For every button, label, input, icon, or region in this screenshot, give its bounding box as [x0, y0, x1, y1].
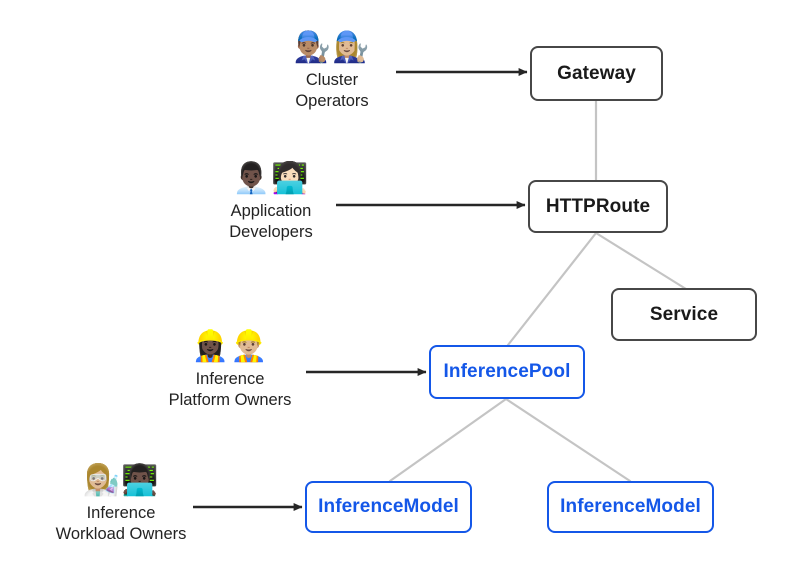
- connector-httproute-inferencepool: [506, 231, 598, 347]
- persona-label: Application Developers: [229, 202, 313, 242]
- node-inferencemodel-2[interactable]: InferenceModel: [547, 481, 714, 533]
- persona-inference-platform-owners: 👷🏿‍♀️👷🏼‍♂️ Inference Platform Owners: [160, 332, 300, 411]
- node-label: Service: [649, 303, 719, 325]
- woman-scientist-emoji-and-man-technologist-emoji: 👩🏼‍🔬👨🏿‍💻: [82, 464, 160, 497]
- persona-cluster-operators: 👨🏽‍🔧👩🏼‍🔧 Cluster Operators: [267, 33, 397, 112]
- persona-application-developers: 👨🏿‍💼👩🏻‍💻 Application Developers: [206, 164, 336, 243]
- node-httproute[interactable]: HTTPRoute: [528, 180, 668, 233]
- node-label: InferenceModel: [318, 496, 459, 517]
- node-gateway[interactable]: Gateway: [530, 46, 663, 101]
- node-label: InferenceModel: [560, 496, 701, 517]
- connector-httproute-service: [594, 231, 688, 291]
- persona-label: Cluster Operators: [295, 71, 369, 111]
- node-inferencemodel-1[interactable]: InferenceModel: [305, 481, 472, 533]
- node-label: InferencePool: [443, 361, 571, 382]
- man-office-worker-emoji-and-woman-technologist-emoji: 👨🏿‍💼👩🏻‍💻: [232, 162, 310, 195]
- node-label: Gateway: [557, 62, 636, 84]
- node-label: HTTPRoute: [545, 195, 651, 217]
- node-inferencepool[interactable]: InferencePool: [429, 345, 585, 399]
- persona-inference-workload-owners: 👩🏼‍🔬👨🏿‍💻 Inference Workload Owners: [48, 466, 194, 545]
- persona-label: Inference Workload Owners: [55, 504, 187, 544]
- persona-arrows: [193, 68, 528, 511]
- connector-inferencepool-model-1: [388, 397, 508, 483]
- connector-inferencepool-model-2: [504, 397, 632, 483]
- man-mechanic-emoji-and-woman-mechanic-emoji: 👨🏽‍🔧👩🏼‍🔧: [293, 31, 371, 64]
- persona-label: Inference Platform Owners: [168, 370, 292, 410]
- woman-construction-worker-emoji-and-man-construction-worker-emoji: 👷🏿‍♀️👷🏼‍♂️: [191, 330, 269, 363]
- node-service[interactable]: Service: [611, 288, 757, 341]
